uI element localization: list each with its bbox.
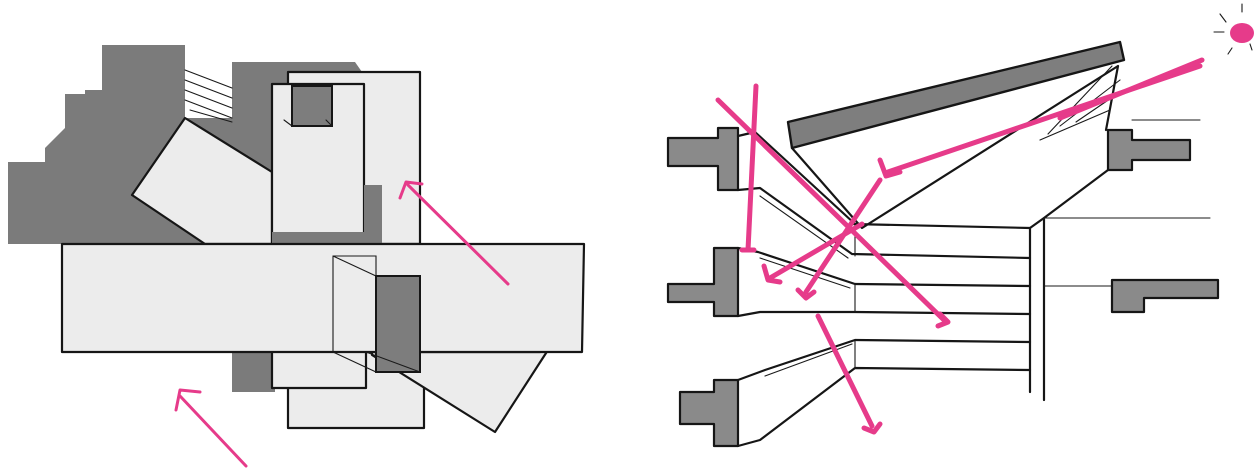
right-wall-mid [1110, 278, 1220, 314]
left-wall-top [666, 126, 740, 192]
hatch-lines [184, 69, 233, 123]
sun-ray-down [815, 313, 883, 435]
arrow-icon [174, 388, 248, 468]
sun-ray-cross [795, 177, 883, 301]
plan-massing-sketch [8, 45, 586, 468]
sun-rays [1213, 3, 1253, 55]
cube-diagonal [332, 351, 421, 373]
sun-ray-vertical [739, 83, 759, 253]
floor-lines [736, 130, 1032, 448]
right-column [1028, 168, 1110, 402]
side-shadow [364, 185, 382, 244]
right-floor-extensions [1043, 119, 1211, 287]
roof-slab [786, 40, 1126, 150]
arrow-icon [398, 180, 510, 286]
sun-ray-upper [1057, 57, 1205, 121]
left-wall-mid [666, 246, 740, 318]
front-block [270, 348, 368, 390]
horizontal-bar [60, 242, 586, 354]
cube-wireframe [332, 255, 377, 353]
section-sunlight-sketch [666, 3, 1254, 448]
skylight-edge [283, 119, 333, 127]
tower-shadow [272, 232, 364, 244]
sun-icon [1230, 23, 1254, 43]
lower-mass [232, 350, 275, 392]
left-wall-bottom [678, 378, 740, 448]
right-wall-top [1106, 128, 1192, 172]
